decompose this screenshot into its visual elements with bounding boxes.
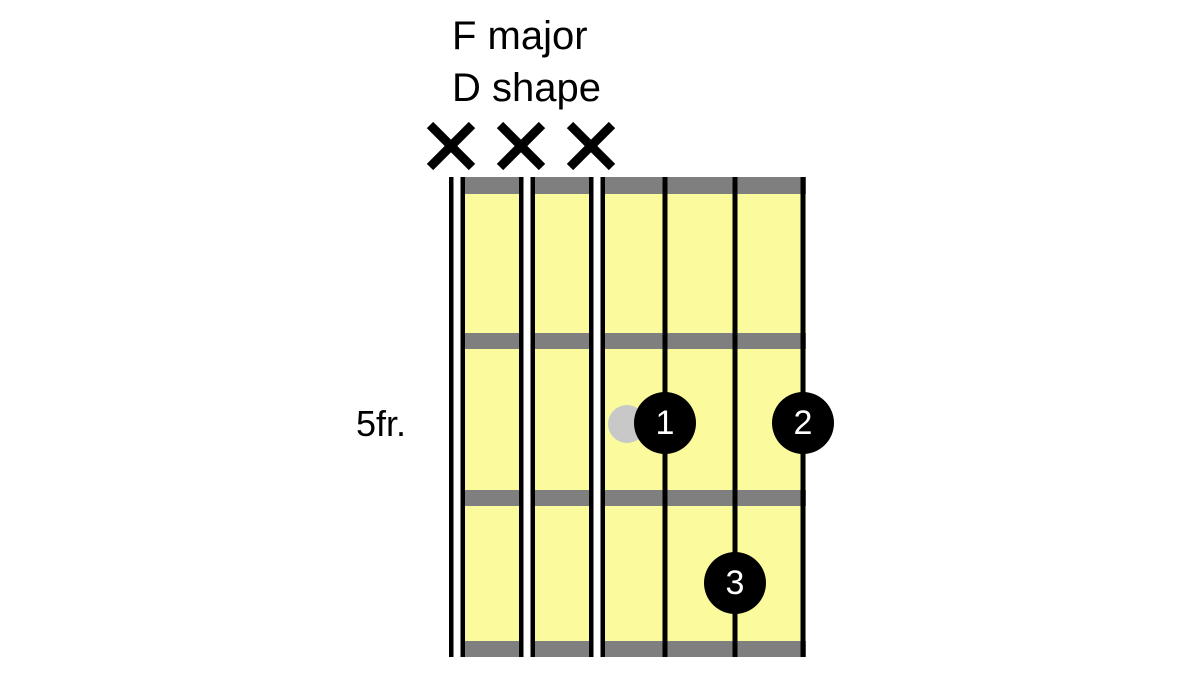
x-stroke-b	[566, 121, 616, 171]
finger-dot-label-1: 1	[656, 404, 675, 442]
muted-string-x-3	[566, 121, 616, 171]
fret-bar-1	[449, 333, 806, 349]
string-6-low-e-edge-left	[449, 177, 454, 657]
finger-position-dots: 1 2 3	[634, 392, 834, 614]
chord-title: F major	[452, 14, 588, 58]
muted-string-x-2	[496, 121, 546, 171]
finger-dot-label-2: 2	[794, 404, 813, 442]
chord-shape-subtitle: D shape	[452, 66, 601, 110]
finger-dot-label-3: 3	[726, 564, 745, 602]
finger-dot-2	[772, 392, 834, 454]
finger-dot-3	[704, 552, 766, 614]
fret-position-label: 5fr.	[356, 403, 407, 444]
finger-dot-1	[634, 392, 696, 454]
string-4-d-edge-right	[600, 177, 605, 657]
fret-bar-2	[449, 490, 806, 506]
fret-bar-top	[449, 177, 806, 194]
string-5-a-edge-left	[519, 177, 524, 657]
fret-bars	[449, 177, 806, 657]
fret-bar-3	[449, 641, 806, 657]
muted-string-markers	[426, 121, 616, 171]
string-5-a-edge-right	[530, 177, 535, 657]
x-stroke-b	[426, 121, 476, 171]
string-2-b	[732, 177, 738, 657]
string-6-low-e-edge-right	[460, 177, 465, 657]
muted-string-x-1	[426, 121, 476, 171]
string-4-d-edge-left	[589, 177, 594, 657]
x-stroke-b	[496, 121, 546, 171]
